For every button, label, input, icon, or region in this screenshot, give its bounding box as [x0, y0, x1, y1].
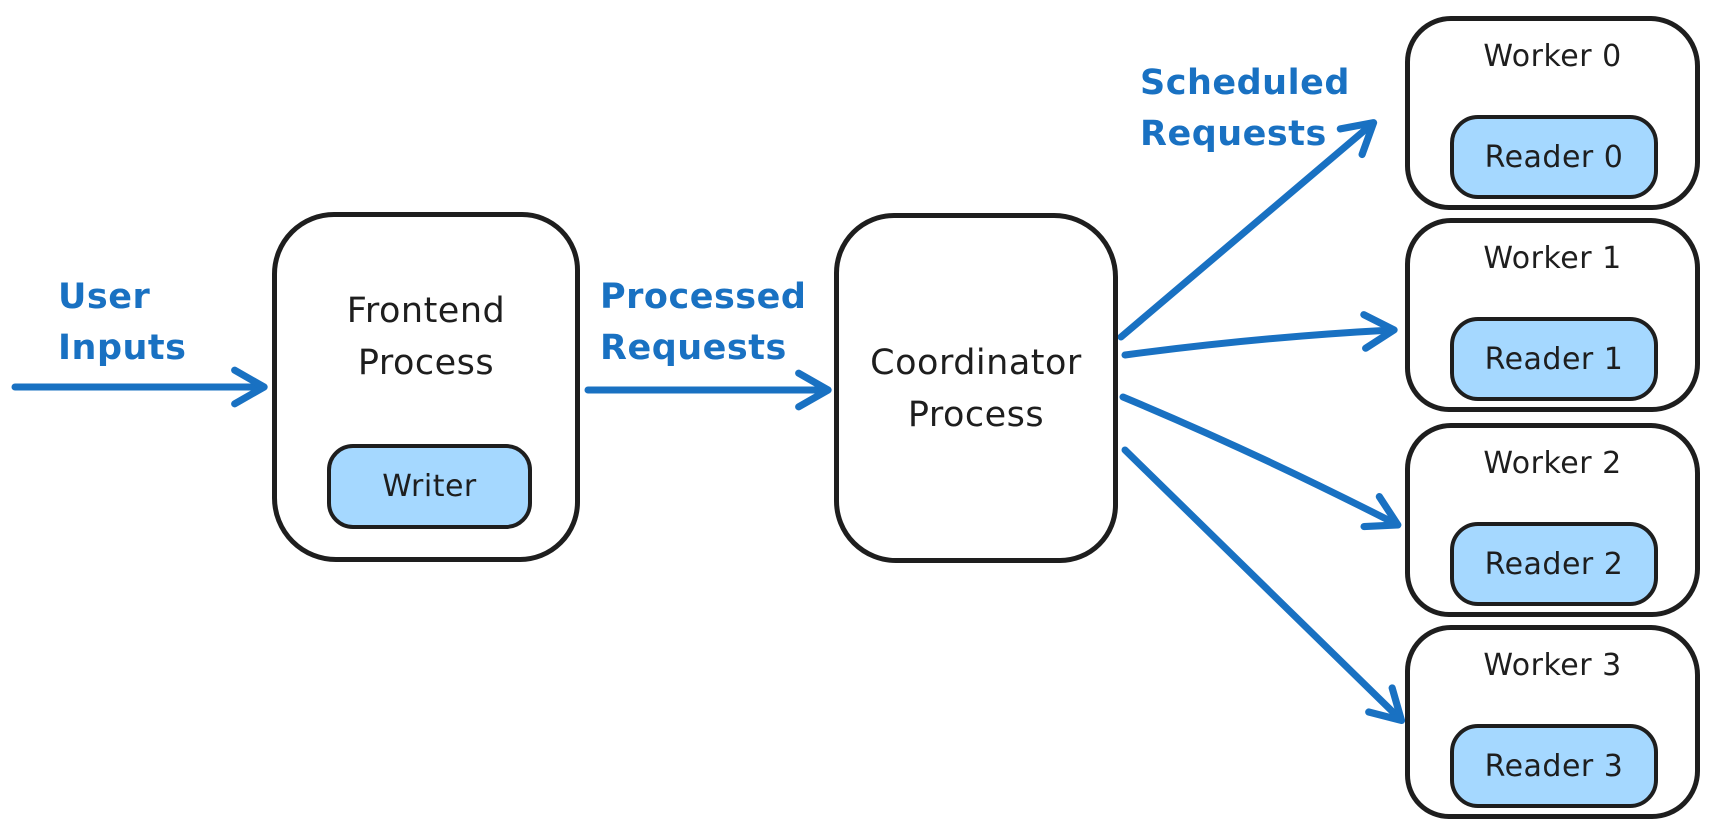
- arrow-scheduled-worker-2: [1119, 393, 1402, 531]
- title-line: Process: [907, 395, 1045, 435]
- title-line: Frontend: [346, 291, 506, 331]
- frontend-process-title: Frontend Process: [277, 285, 575, 389]
- node-reader-0: Reader 0: [1450, 115, 1658, 199]
- node-reader-2: Reader 2: [1450, 522, 1658, 606]
- coordinator-process-title: Coordinator Process: [839, 337, 1113, 441]
- reader-label: Reader 2: [1484, 546, 1624, 582]
- writer-label: Writer: [382, 469, 477, 504]
- edge-label-line: Requests: [600, 328, 787, 368]
- worker-title: Worker 0: [1483, 39, 1622, 74]
- node-worker-3: Worker 3 Reader 3: [1405, 625, 1700, 819]
- node-worker-1: Worker 1 Reader 1: [1405, 218, 1700, 412]
- reader-label: Reader 1: [1484, 341, 1624, 377]
- arrow-scheduled-worker-3: [1121, 446, 1406, 725]
- title-line: Coordinator: [870, 343, 1082, 383]
- edge-label-line: User: [58, 277, 151, 317]
- node-frontend-process: Frontend Process Writer: [272, 212, 580, 562]
- arrow-scheduled-worker-0: [1117, 119, 1378, 341]
- edge-label-line: Scheduled: [1140, 63, 1350, 103]
- edge-label-user-inputs: User Inputs: [58, 272, 186, 374]
- arrow-scheduled-worker-1: [1121, 311, 1398, 359]
- edge-label-processed-requests: Processed Requests: [600, 272, 806, 374]
- reader-label: Reader 0: [1484, 139, 1624, 175]
- edge-label-line: Processed: [600, 277, 807, 317]
- reader-label: Reader 3: [1484, 748, 1624, 784]
- node-writer: Writer: [327, 444, 532, 529]
- edge-label-line: Requests: [1140, 114, 1327, 154]
- worker-title: Worker 2: [1483, 446, 1622, 481]
- worker-title: Worker 1: [1483, 241, 1622, 276]
- node-reader-3: Reader 3: [1450, 724, 1658, 808]
- node-worker-0: Worker 0 Reader 0: [1405, 16, 1700, 210]
- edge-label-line: Inputs: [58, 328, 187, 368]
- node-worker-2: Worker 2 Reader 2: [1405, 423, 1700, 617]
- node-coordinator-process: Coordinator Process: [834, 213, 1118, 563]
- node-reader-1: Reader 1: [1450, 317, 1658, 401]
- worker-title: Worker 3: [1483, 648, 1622, 683]
- title-line: Process: [357, 343, 495, 383]
- edge-label-scheduled-requests: Scheduled Requests: [1140, 58, 1350, 160]
